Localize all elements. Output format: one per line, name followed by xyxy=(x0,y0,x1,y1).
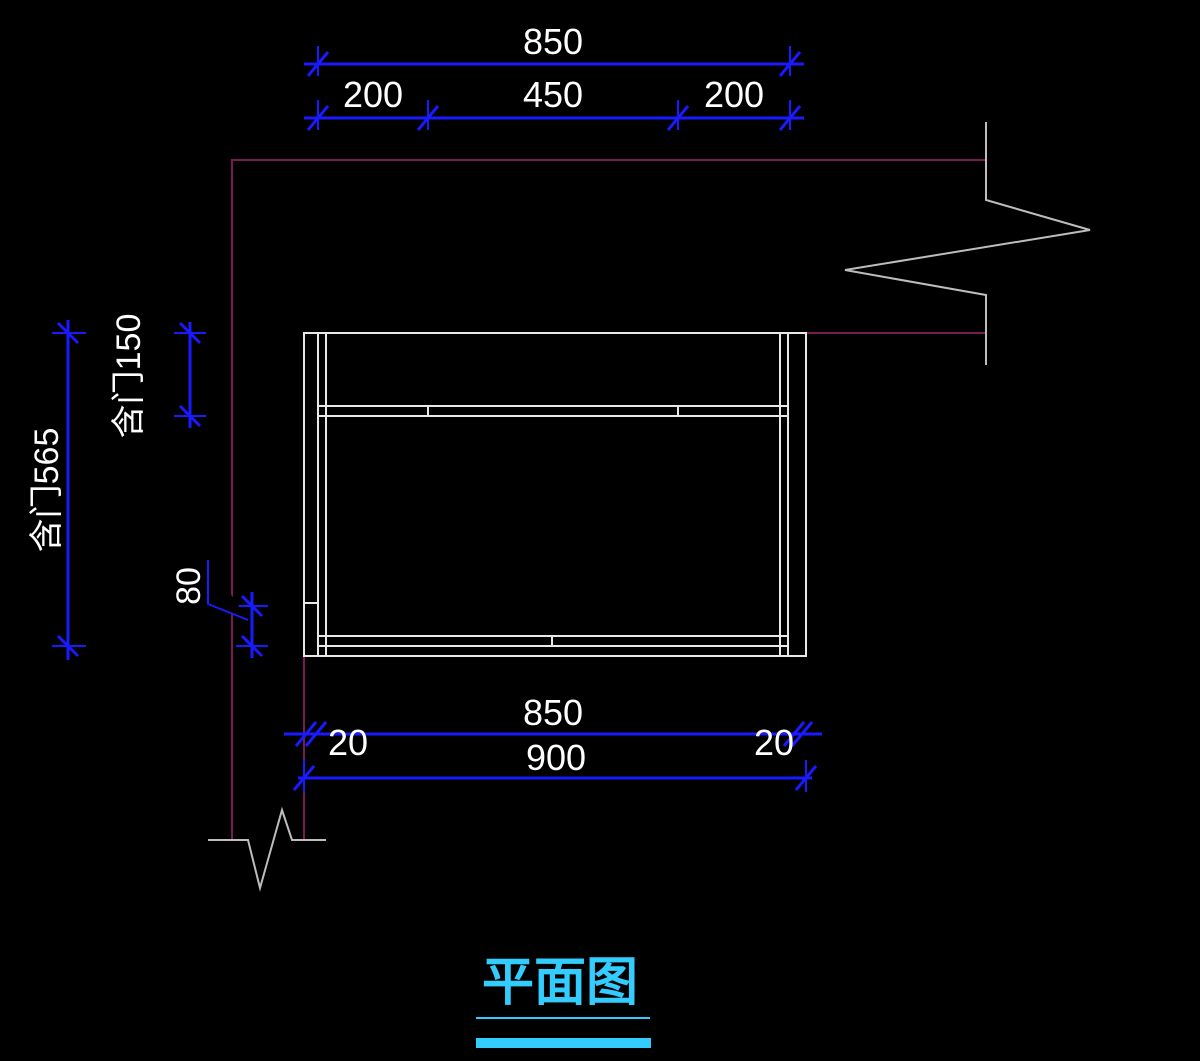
drawing-title: 平面图 xyxy=(482,953,638,1013)
dim-label-bottom-left-gap: 20 xyxy=(328,722,368,763)
dim-label-top-right: 200 xyxy=(704,74,764,115)
dimension-top-overall: 850 xyxy=(304,21,804,77)
dim-label-top-left: 200 xyxy=(343,74,403,115)
cabinet-outline xyxy=(303,332,807,657)
dimension-bottom-inner: 850 20 20 xyxy=(284,692,822,763)
dim-label-bottom-overall: 900 xyxy=(526,737,586,778)
dim-label-bottom-inner: 850 xyxy=(523,692,583,733)
dimension-bottom-overall: 900 xyxy=(292,737,818,792)
dim-label-left-small: 80 xyxy=(170,567,208,605)
title-underline-thick xyxy=(476,1038,651,1048)
break-line-right xyxy=(844,122,1091,365)
dimension-left-small: 80 xyxy=(170,560,268,658)
dim-label-left-outer: 含门565 xyxy=(28,428,66,553)
dim-label-left-inner: 含门150 xyxy=(110,314,148,439)
drawing-title-block: 平面图 xyxy=(476,953,651,1048)
dim-label-top-middle: 450 xyxy=(523,74,583,115)
dimension-left-inner: 含门150 xyxy=(110,314,206,439)
dim-label-top-overall: 850 xyxy=(523,21,583,62)
dimension-left-outer: 含门565 xyxy=(28,320,86,660)
dimension-top-segments: 200 450 200 xyxy=(304,74,804,131)
break-line-bottom xyxy=(208,806,326,892)
dim-label-bottom-right-gap: 20 xyxy=(754,722,794,763)
